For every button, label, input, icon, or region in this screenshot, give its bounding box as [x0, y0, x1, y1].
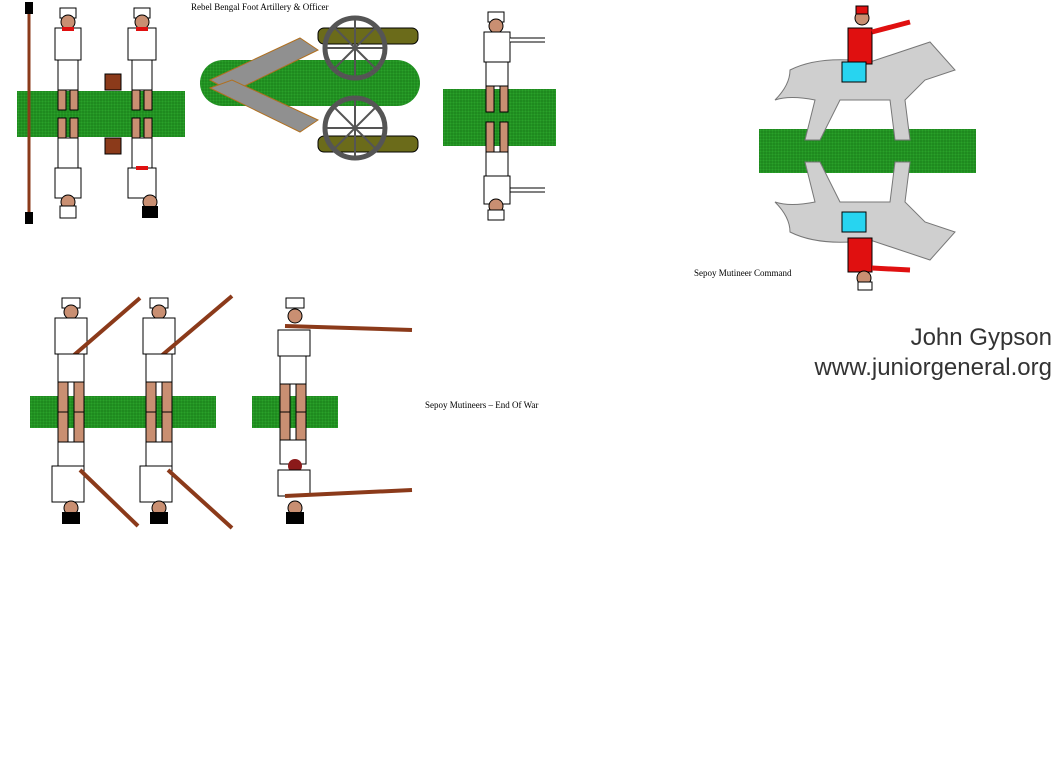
artillery-officer-figure: [483, 11, 545, 221]
credit-block: John Gypson www.juniorgeneral.org: [815, 323, 1052, 383]
infantry-label: Sepoy Mutineers – End Of War: [425, 400, 539, 410]
infantry-figure-3: [277, 297, 413, 524]
credit-author: John Gypson: [910, 324, 1052, 351]
infantry-figure-1: [51, 296, 142, 528]
artillery-gunner-figure: [25, 2, 82, 224]
infantry-figure-2: [139, 294, 234, 530]
mounted-command-figure: [774, 5, 956, 291]
command-label: Sepoy Mutineer Command: [694, 268, 792, 278]
artillery-loader-figure: [104, 7, 158, 218]
credit-url: www.juniorgeneral.org: [814, 354, 1052, 381]
command-base: [759, 129, 976, 173]
artillery-crew-base: [17, 91, 185, 137]
artillery-label: Rebel Bengal Foot Artillery & Officer: [191, 2, 329, 12]
cannon-figure: [208, 15, 419, 161]
infantry-base-2: [252, 396, 338, 428]
